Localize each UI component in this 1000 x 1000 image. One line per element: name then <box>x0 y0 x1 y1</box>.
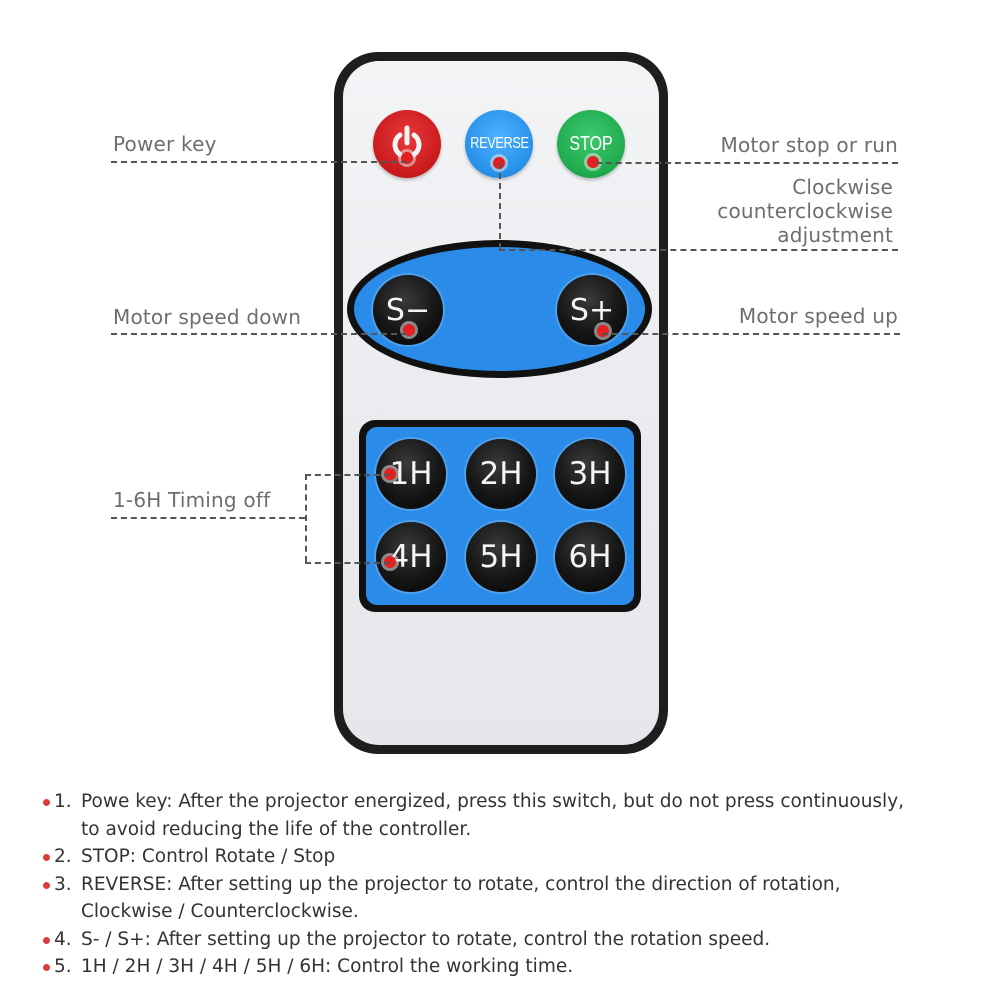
bullet-dot <box>43 799 50 806</box>
callout-direction-line2: counterclockwise <box>717 199 893 223</box>
indicator-dot-4h <box>384 556 396 568</box>
timer-5h-button[interactable]: 5H <box>466 522 536 592</box>
callout-speed-up: Motor speed up <box>738 304 898 328</box>
power-button[interactable] <box>373 110 441 178</box>
timer-3h-button[interactable]: 3H <box>555 439 625 509</box>
leader-line-timing-1h <box>305 474 390 476</box>
bullet-dot <box>43 936 50 944</box>
timer-3h-label: 3H <box>568 456 612 492</box>
leader-line-timing-bracket <box>305 474 307 562</box>
note-item: 5. 1H / 2H / 3H / 4H / 5H / 6H: Control … <box>40 953 990 981</box>
note-number: 5. <box>54 956 72 977</box>
leader-line-speed-up <box>602 333 900 335</box>
note-item: 3. REVERSE: After setting up the project… <box>40 871 990 926</box>
indicator-dot-1h <box>384 468 396 480</box>
callout-direction-line3: adjustment <box>777 223 893 247</box>
speed-down-label: S− <box>385 292 431 328</box>
note-number: 3. <box>54 873 72 895</box>
timer-5h-label: 5H <box>479 539 523 575</box>
reverse-label: REVERSE <box>469 135 529 152</box>
timer-6h-label: 6H <box>568 539 612 575</box>
note-number: 1. <box>54 791 72 812</box>
leader-line-power <box>111 161 407 163</box>
callout-timing-off: 1-6H Timing off <box>113 488 271 512</box>
leader-line-stop <box>596 162 898 164</box>
note-text: REVERSE: After setting up the projector … <box>81 873 841 895</box>
timer-6h-button[interactable]: 6H <box>555 522 625 592</box>
leader-line-reverse <box>499 249 898 251</box>
note-text: S- / S+: After setting up the projector … <box>81 928 771 950</box>
callout-speed-down: Motor speed down <box>113 305 302 329</box>
speed-up-label: S+ <box>569 292 615 328</box>
leader-line-reverse-vertical <box>499 163 501 249</box>
note-number: 4. <box>54 928 72 950</box>
instruction-notes: 1. Powe key: After the projector energiz… <box>40 788 990 981</box>
note-text: to avoid reducing the life of the contro… <box>81 818 472 840</box>
leader-line-timing-4h <box>305 562 390 564</box>
note-item: 4. S- / S+: After setting up the project… <box>40 926 990 954</box>
stop-label: STOP <box>569 132 613 155</box>
bullet-dot <box>43 881 50 889</box>
note-text: Powe key: After the projector energized,… <box>81 791 905 812</box>
timer-4h-label: 4H <box>389 539 433 575</box>
note-text: Clockwise / Counterclockwise. <box>81 901 359 922</box>
leader-line-timing <box>111 517 305 519</box>
note-text: 1H / 2H / 3H / 4H / 5H / 6H: Control the… <box>81 956 574 977</box>
callout-motor-stop-run: Motor stop or run <box>720 133 898 157</box>
note-item: 1. Powe key: After the projector energiz… <box>40 788 990 843</box>
bullet-dot <box>43 964 50 971</box>
note-item: 2. STOP: Control Rotate / Stop <box>40 843 990 871</box>
indicator-dot-stop <box>587 156 599 168</box>
note-text: STOP: Control Rotate / Stop <box>81 846 336 867</box>
callout-direction-line1: Clockwise <box>792 175 893 199</box>
timer-2h-label: 2H <box>479 456 523 492</box>
leader-line-speed-down <box>111 333 407 335</box>
timer-1h-label: 1H <box>389 456 433 492</box>
bullet-dot <box>43 854 50 861</box>
callout-power-key: Power key <box>113 132 217 156</box>
timer-2h-button[interactable]: 2H <box>466 439 536 509</box>
indicator-dot-speed-up <box>597 325 609 337</box>
note-number: 2. <box>54 846 72 867</box>
